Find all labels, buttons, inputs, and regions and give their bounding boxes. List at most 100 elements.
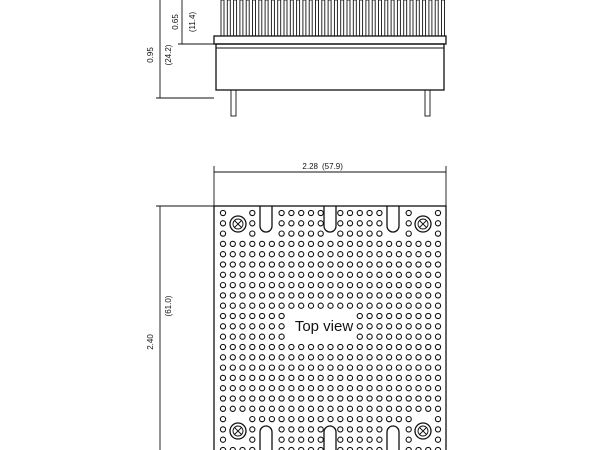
pin-hole bbox=[288, 436, 295, 443]
pin-hole bbox=[327, 343, 334, 351]
pin-hole bbox=[239, 292, 246, 299]
pin-hole bbox=[278, 302, 285, 309]
pin-hole bbox=[434, 251, 442, 258]
pin-hole bbox=[356, 333, 363, 340]
pin-hole bbox=[268, 251, 276, 258]
pin-hole bbox=[288, 292, 295, 299]
pin-hole bbox=[415, 323, 422, 330]
pin-hole bbox=[268, 261, 276, 268]
pin-hole bbox=[395, 323, 403, 330]
pin-hole bbox=[415, 302, 422, 309]
pin-hole bbox=[219, 209, 227, 217]
pin-hole bbox=[337, 364, 344, 371]
pin-hole bbox=[337, 261, 344, 268]
pin-hole bbox=[346, 302, 354, 309]
pin-hole bbox=[288, 271, 295, 278]
pin-hole bbox=[298, 251, 305, 258]
pin-hole bbox=[219, 261, 227, 268]
pin-hole bbox=[434, 405, 442, 412]
pin-hole bbox=[356, 312, 363, 320]
pin-hole bbox=[366, 312, 373, 320]
pin-hole bbox=[434, 374, 442, 382]
pin-hole bbox=[307, 292, 315, 299]
pin-hole bbox=[425, 240, 432, 248]
pin-hole bbox=[385, 302, 393, 309]
pin-hole bbox=[307, 251, 315, 258]
pin-hole bbox=[307, 220, 315, 227]
pin-hole bbox=[229, 395, 236, 402]
pin-hole bbox=[288, 230, 295, 237]
pin-hole bbox=[405, 405, 412, 412]
pin-hole bbox=[434, 312, 442, 320]
bottom-slot bbox=[386, 425, 400, 450]
pin-hole bbox=[376, 240, 383, 248]
pin-hole bbox=[356, 302, 363, 309]
pin-hole bbox=[258, 281, 266, 289]
pin-hole bbox=[219, 385, 227, 392]
pin-hole bbox=[219, 312, 227, 320]
pin-hole bbox=[317, 364, 324, 371]
pin-hole bbox=[366, 385, 373, 392]
fin bbox=[258, 0, 263, 37]
pin-hole bbox=[366, 292, 373, 299]
pin-hole bbox=[288, 220, 295, 227]
pin-hole bbox=[327, 415, 334, 423]
pin-hole bbox=[268, 395, 276, 402]
pin-hole bbox=[385, 261, 393, 268]
fin bbox=[226, 0, 231, 37]
pin-hole bbox=[229, 302, 236, 309]
screw-icon bbox=[414, 215, 432, 233]
pin-hole bbox=[376, 426, 383, 433]
pin-hole bbox=[278, 364, 285, 371]
pin-hole bbox=[307, 436, 315, 443]
screw-icon bbox=[229, 215, 247, 233]
pin-hole bbox=[307, 302, 315, 309]
pin-hole bbox=[376, 302, 383, 309]
pin-hole bbox=[278, 230, 285, 237]
pin-hole bbox=[385, 333, 393, 340]
pin-hole bbox=[229, 343, 236, 351]
fin bbox=[220, 0, 225, 37]
fin bbox=[302, 0, 307, 37]
pin-hole bbox=[278, 281, 285, 289]
pin-hole bbox=[317, 436, 324, 443]
pin-hole bbox=[278, 312, 285, 320]
pin-hole bbox=[298, 395, 305, 402]
fin bbox=[296, 0, 301, 37]
fin-height-label: 0.65 bbox=[171, 14, 180, 30]
pin-hole bbox=[337, 426, 344, 433]
pin-hole bbox=[268, 281, 276, 289]
pin-hole bbox=[395, 312, 403, 320]
pin-hole bbox=[425, 395, 432, 402]
fin bbox=[270, 0, 275, 37]
pin-hole bbox=[405, 364, 412, 371]
pin-hole bbox=[385, 364, 393, 371]
pin-hole bbox=[219, 436, 227, 443]
pin-hole bbox=[337, 354, 344, 361]
pin-hole bbox=[385, 251, 393, 258]
pin-hole bbox=[327, 364, 334, 371]
fin bbox=[409, 0, 414, 37]
pin-hole bbox=[415, 312, 422, 320]
pin-hole bbox=[405, 271, 412, 278]
pin-hole bbox=[307, 415, 315, 423]
pin-hole bbox=[249, 395, 256, 402]
pin-hole bbox=[434, 281, 442, 289]
pin-hole bbox=[317, 374, 324, 382]
pin-hole bbox=[219, 230, 227, 237]
fin bbox=[352, 0, 357, 37]
pin-hole bbox=[385, 374, 393, 382]
pin-hole bbox=[385, 312, 393, 320]
pin-hole bbox=[229, 271, 236, 278]
pin-hole bbox=[376, 354, 383, 361]
pin-hole bbox=[278, 436, 285, 443]
pin-hole bbox=[337, 220, 344, 227]
pin-hole bbox=[258, 354, 266, 361]
pin-hole bbox=[356, 251, 363, 258]
pin-hole bbox=[288, 281, 295, 289]
pin-hole bbox=[317, 385, 324, 392]
pin-hole bbox=[366, 426, 373, 433]
pin-hole bbox=[415, 395, 422, 402]
pin-hole bbox=[385, 354, 393, 361]
pin-hole bbox=[288, 415, 295, 423]
